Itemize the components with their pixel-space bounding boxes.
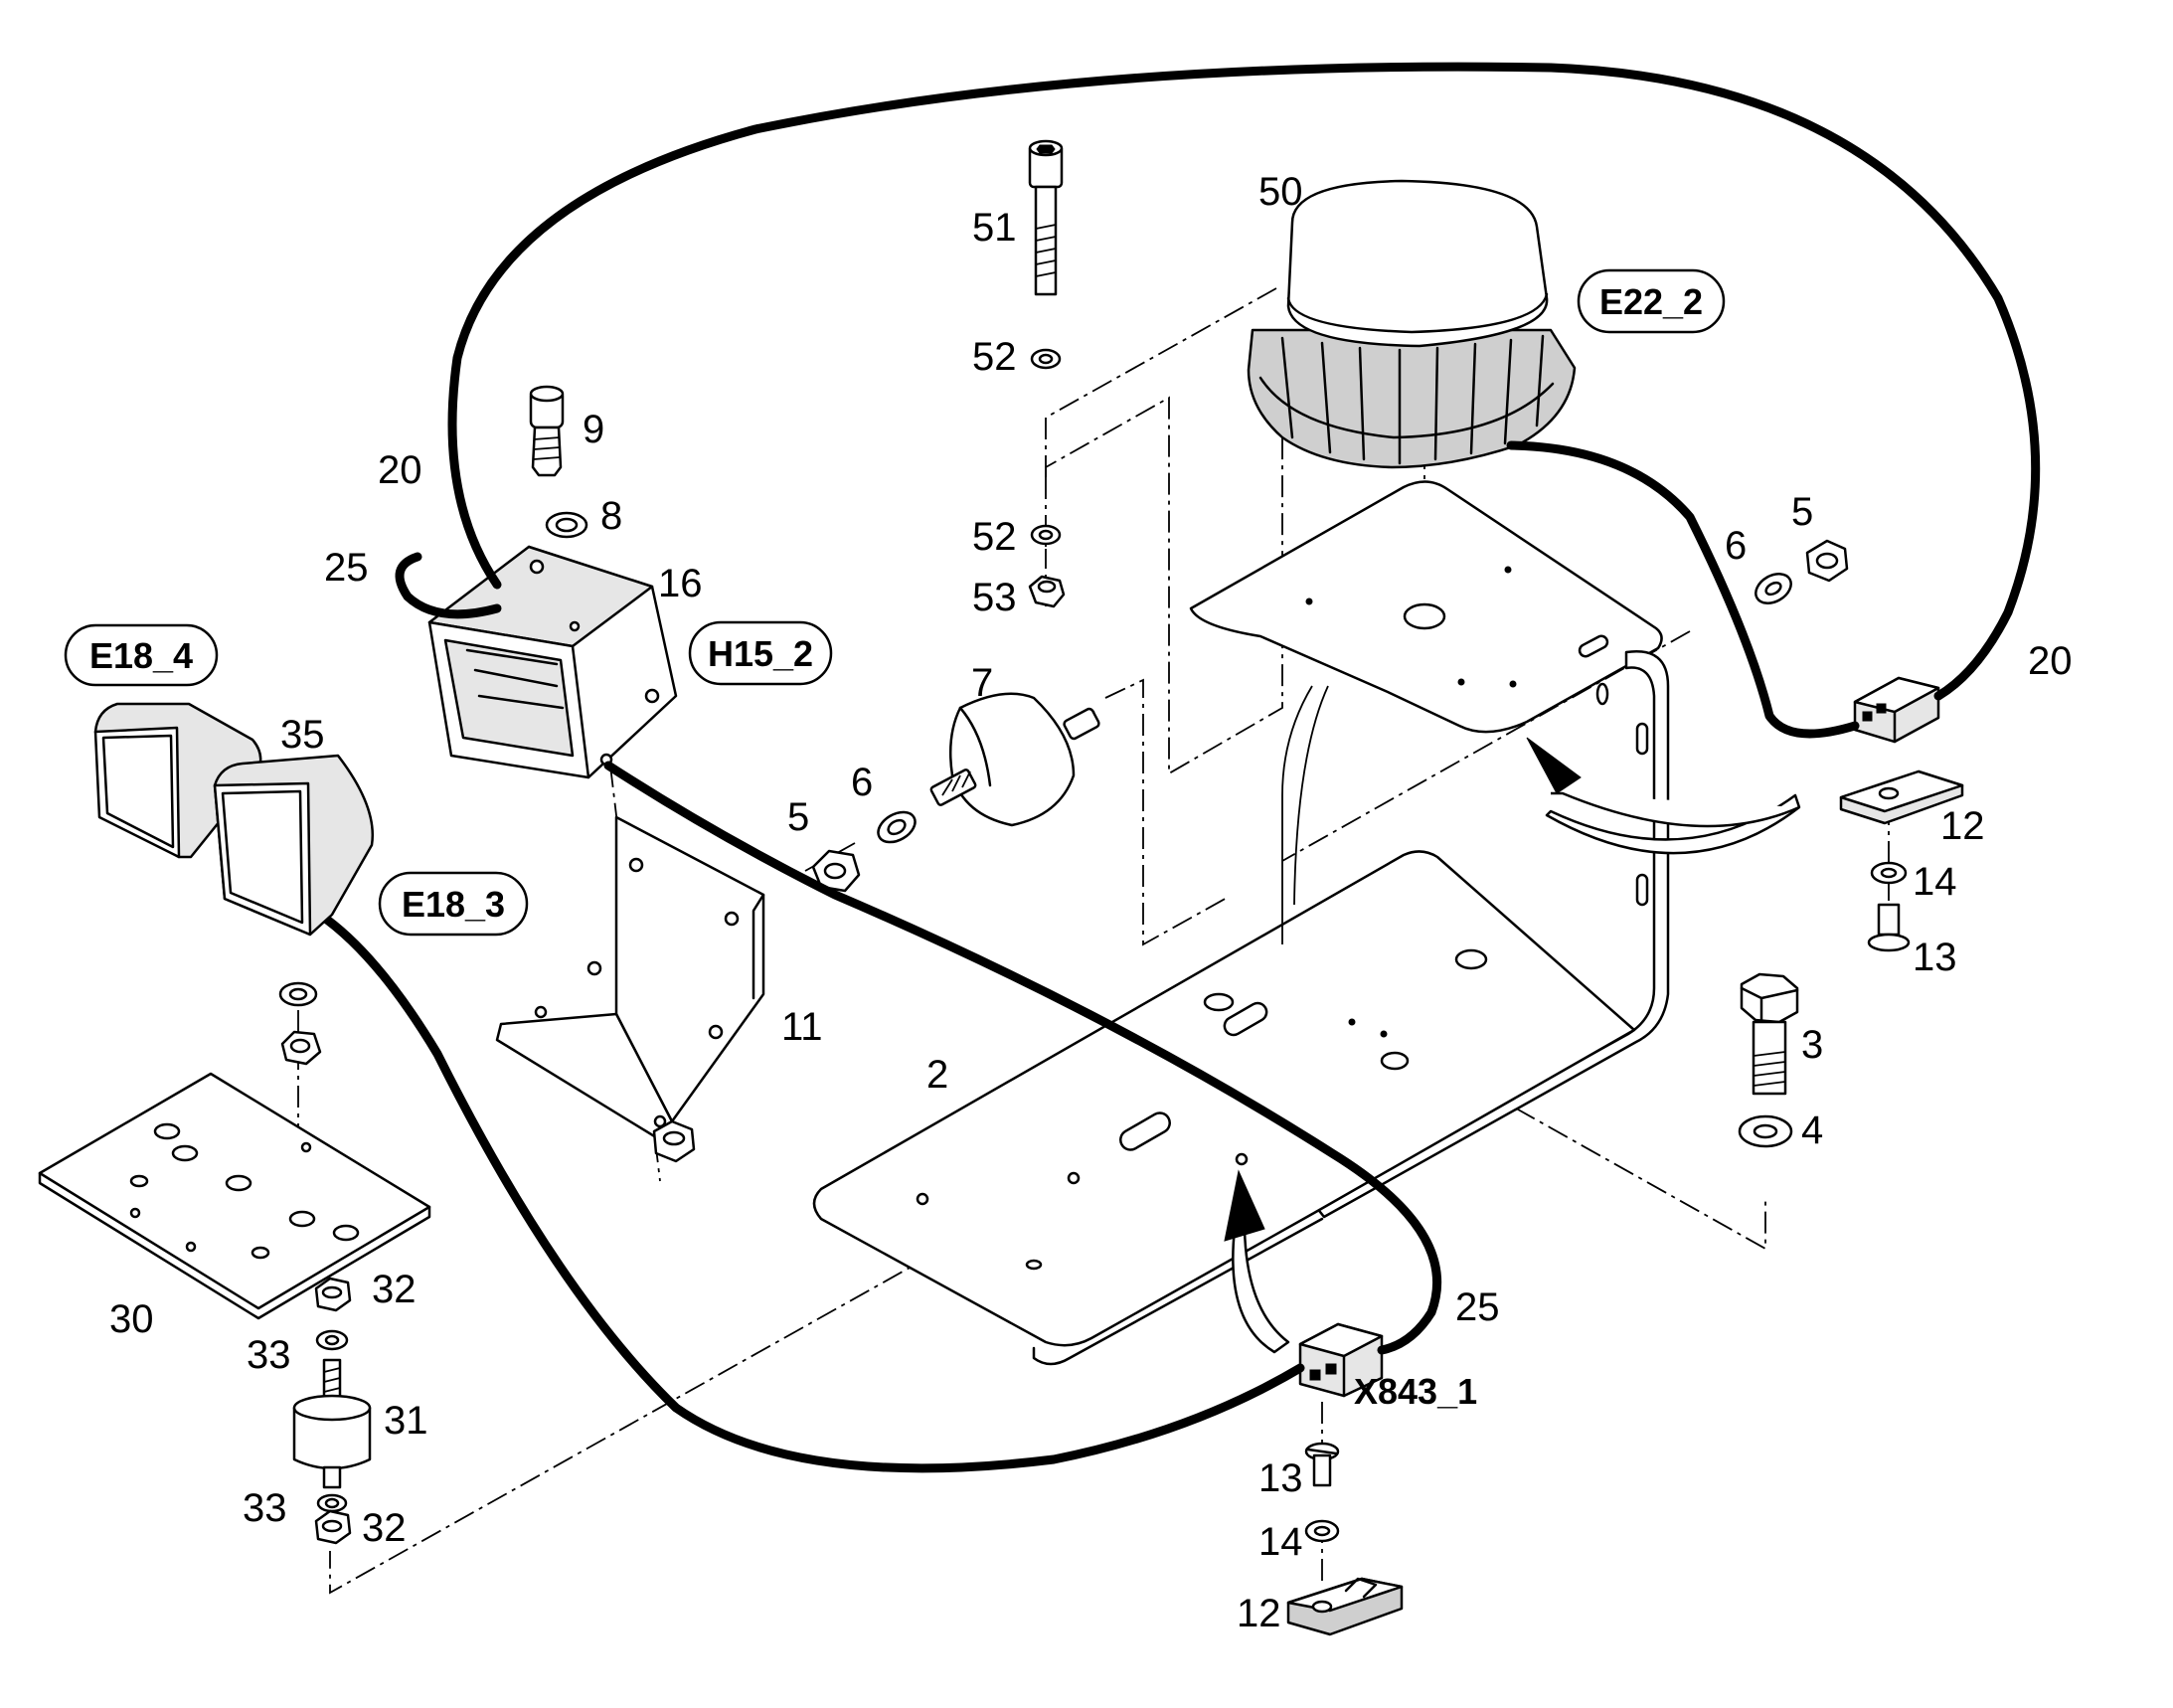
cables	[315, 62, 2041, 1473]
callout-11: 11	[781, 1005, 823, 1049]
callout-20: 20	[378, 448, 422, 492]
callout-12: 12	[1237, 1592, 1281, 1635]
callout-52: 52	[972, 335, 1017, 379]
rear-lamps	[93, 702, 374, 937]
callout-20: 20	[2028, 639, 2073, 683]
callout-4: 4	[1801, 1109, 1823, 1152]
callout-14: 14	[1258, 1520, 1303, 1564]
callout-3: 3	[1801, 1023, 1823, 1067]
work-lamp	[427, 545, 678, 779]
connector-labels: X843_1	[1354, 1371, 1477, 1412]
mount-plate-set	[38, 981, 431, 1545]
connector-x843-1	[1298, 1322, 1384, 1398]
callout-7: 7	[971, 661, 993, 705]
callout-32: 32	[372, 1268, 417, 1311]
callout-35: 35	[280, 713, 325, 757]
beacon-lamp	[1247, 179, 1577, 469]
arrows	[1224, 737, 1801, 1354]
callout-13: 13	[1913, 936, 1957, 979]
callout-53: 53	[972, 576, 1017, 619]
clip-bottom-set	[1286, 1442, 1404, 1636]
tag-label: H15_2	[708, 633, 813, 674]
callout-14: 14	[1913, 860, 1957, 904]
callout-6: 6	[1725, 524, 1747, 568]
angle-bracket	[495, 815, 765, 1163]
callout-30: 30	[109, 1297, 154, 1341]
washer-nut-right	[1755, 539, 1849, 604]
bolt-51-set	[1028, 139, 1066, 608]
main-bracket	[812, 480, 1670, 1366]
callout-32: 32	[362, 1506, 407, 1550]
callout-31: 31	[384, 1399, 428, 1443]
callout-6: 6	[851, 761, 873, 804]
callout-5: 5	[787, 795, 809, 839]
callout-25: 25	[324, 546, 369, 590]
rubber-mount-7-set	[811, 692, 1100, 893]
callout-5: 5	[1791, 490, 1813, 534]
bolt-9-set	[529, 385, 588, 539]
tag-e18-3: E18_3	[378, 871, 529, 937]
clip-right-set	[1839, 769, 1964, 952]
tag-h15-2: H15_2	[688, 620, 833, 686]
callout-51: 51	[972, 206, 1017, 250]
hex-bolt-3-set	[1738, 972, 1799, 1148]
tag-e18-4: E18_4	[64, 623, 219, 687]
callout-33: 33	[247, 1333, 291, 1377]
label-x843-1: X843_1	[1354, 1371, 1477, 1412]
tag-label: E22_2	[1599, 281, 1703, 322]
callout-12: 12	[1940, 804, 1985, 848]
callout-33: 33	[243, 1486, 287, 1530]
tag-e22-2: E22_2	[1577, 268, 1726, 334]
callout-9: 9	[583, 408, 604, 451]
connector-right	[1853, 676, 1940, 744]
tag-frame	[64, 623, 219, 687]
callout-52: 52	[972, 515, 1017, 559]
callout-2: 2	[926, 1053, 948, 1097]
callout-50: 50	[1258, 170, 1303, 214]
tag-label: E18_4	[89, 635, 193, 676]
tag-frame	[378, 871, 529, 937]
tag-label: E18_3	[402, 884, 505, 925]
tag-frame	[688, 620, 833, 686]
callout-8: 8	[600, 494, 622, 538]
callout-25: 25	[1455, 1285, 1500, 1329]
callout-13: 13	[1258, 1456, 1303, 1500]
callout-16: 16	[658, 562, 703, 605]
tag-frame	[1577, 268, 1726, 334]
